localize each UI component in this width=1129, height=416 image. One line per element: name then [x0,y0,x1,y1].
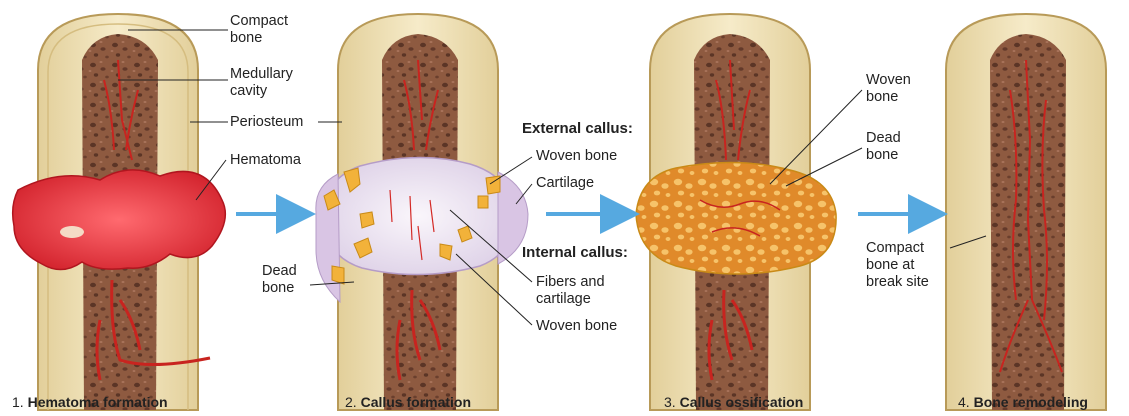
label-line: bone [230,30,288,47]
caption-title: Bone remodeling [974,394,1088,410]
label-line: bone [262,280,297,297]
label-compact-bone: Compact bone [230,13,288,47]
label-dead-bone-stage3: Dead bone [866,130,901,164]
stage-2-bone [316,14,528,410]
label-woven-bone-internal: Woven bone [536,318,617,335]
caption-stage-1: 1. Hematoma formation [12,394,168,410]
label-medullary-cavity: Medullary cavity [230,66,293,100]
label-woven-bone-stage3: Woven bone [866,72,911,106]
label-line: Woven [866,72,911,89]
label-fibers-and-cartilage: Fibers and cartilage [536,274,605,308]
caption-stage-4: 4. Bone remodeling [958,394,1088,410]
label-line: cartilage [536,291,605,308]
label-line: bone at [866,257,929,274]
hematoma-mass [13,170,226,270]
label-woven-bone-external: Woven bone [536,148,617,165]
label-line: Dead [866,130,901,147]
heading-internal-callus: Internal callus: [522,244,628,261]
caption-title: Callus formation [361,394,471,410]
caption-title: Hematoma formation [28,394,168,410]
label-line: Compact [866,240,929,257]
caption-title: Callus ossification [680,394,804,410]
caption-number: 3. [664,394,676,410]
label-line: break site [866,274,929,291]
label-dead-bone-stage2: Dead bone [262,263,297,297]
label-line: bone [866,89,911,106]
hematoma-gap [60,226,84,238]
caption-stage-2: 2. Callus formation [345,394,471,410]
stage-1-bone [13,14,226,410]
label-compact-bone-break-site: Compact bone at break site [866,240,929,291]
heading-external-callus: External callus: [522,120,633,137]
stage-4-bone [946,14,1106,410]
label-line: Compact [230,13,288,30]
label-periosteum: Periosteum [230,114,303,131]
stage-3-bone [636,14,836,410]
label-hematoma: Hematoma [230,152,301,169]
label-cartilage: Cartilage [536,175,594,192]
caption-stage-3: 3. Callus ossification [664,394,803,410]
caption-number: 2. [345,394,357,410]
caption-number: 4. [958,394,970,410]
caption-number: 1. [12,394,24,410]
ossified-callus [636,162,836,274]
label-line: bone [866,147,901,164]
label-line: Medullary [230,66,293,83]
label-line: Fibers and [536,274,605,291]
label-line: cavity [230,83,293,100]
label-line: Dead [262,263,297,280]
